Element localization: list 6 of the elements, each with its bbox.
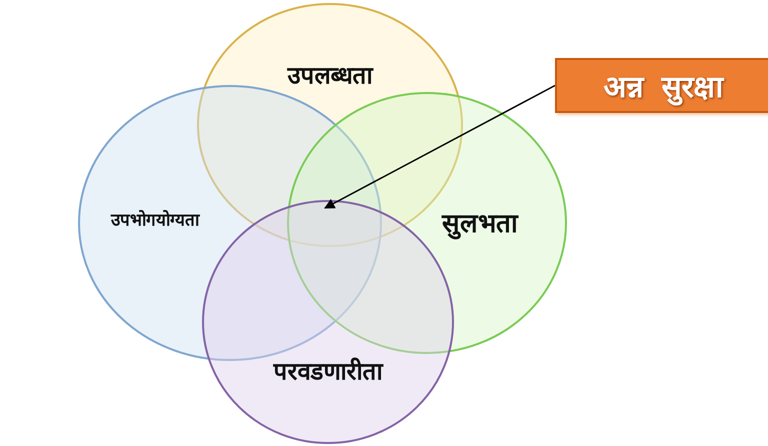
circle-label: सुलभता xyxy=(442,208,518,240)
title-box: अन्न सुरक्षा xyxy=(555,58,768,113)
circle-label: उपभोगयोग्यता xyxy=(111,209,199,230)
circle-label: परवडणारीता xyxy=(274,356,382,386)
leader-arrow xyxy=(324,84,556,209)
circle-label: उपलब्धता xyxy=(288,60,372,90)
